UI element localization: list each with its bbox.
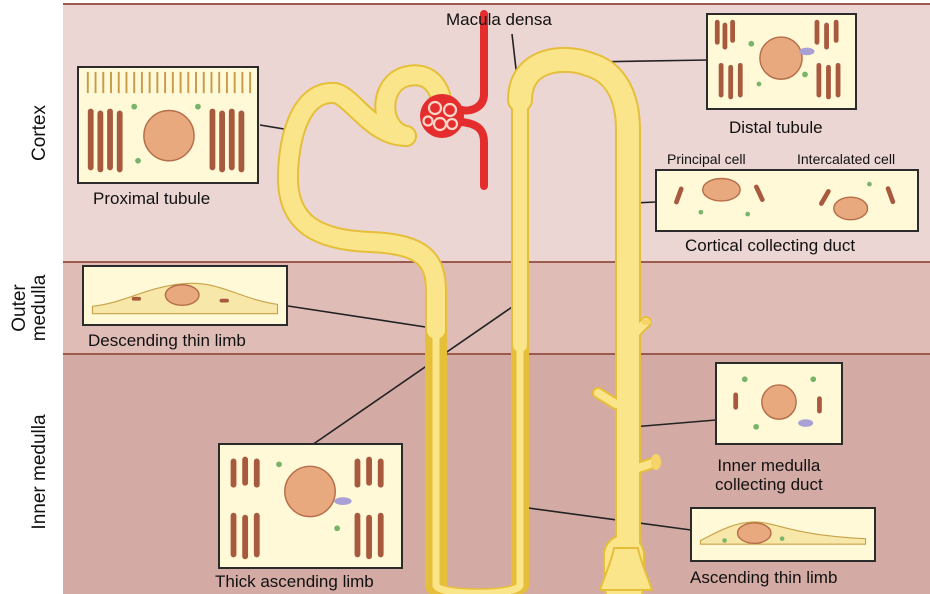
region-label-inner-medulla: Inner medulla	[30, 414, 50, 529]
label-descending-thin-limb: Descending thin limb	[88, 331, 246, 350]
label-inner-medulla-collecting-duct: Inner medulla collecting duct	[715, 456, 823, 494]
label-imcd-line1: Inner medulla	[717, 456, 820, 475]
panel-ascending-thin-limb	[690, 507, 876, 562]
panel-proximal-tubule	[77, 66, 259, 184]
panel-thick-ascending-limb	[218, 443, 403, 569]
label-thick-ascending-limb: Thick ascending limb	[215, 572, 374, 591]
panel-inner-medulla-collecting-duct	[715, 362, 843, 445]
label-cortical-collecting-duct: Cortical collecting duct	[685, 236, 855, 255]
panel-cortical-collecting-duct	[655, 169, 919, 232]
label-distal-tubule: Distal tubule	[729, 118, 823, 137]
label-macula-densa: Macula densa	[446, 10, 552, 29]
label-imcd-line2: collecting duct	[715, 475, 823, 494]
outer-medulla-line2: medulla	[29, 275, 50, 342]
region-label-outer-medulla: Outer medulla	[10, 275, 50, 342]
region-label-cortex: Cortex	[30, 105, 50, 161]
panel-descending-thin-limb	[82, 265, 288, 326]
panel-distal-tubule	[706, 13, 857, 110]
label-principal-cell: Principal cell	[667, 150, 746, 169]
label-proximal-tubule: Proximal tubule	[93, 189, 210, 208]
label-intercalated-cell: Intercalated cell	[797, 150, 895, 169]
label-ascending-thin-limb: Ascending thin limb	[690, 568, 837, 587]
outer-medulla-line1: Outer	[9, 284, 30, 332]
